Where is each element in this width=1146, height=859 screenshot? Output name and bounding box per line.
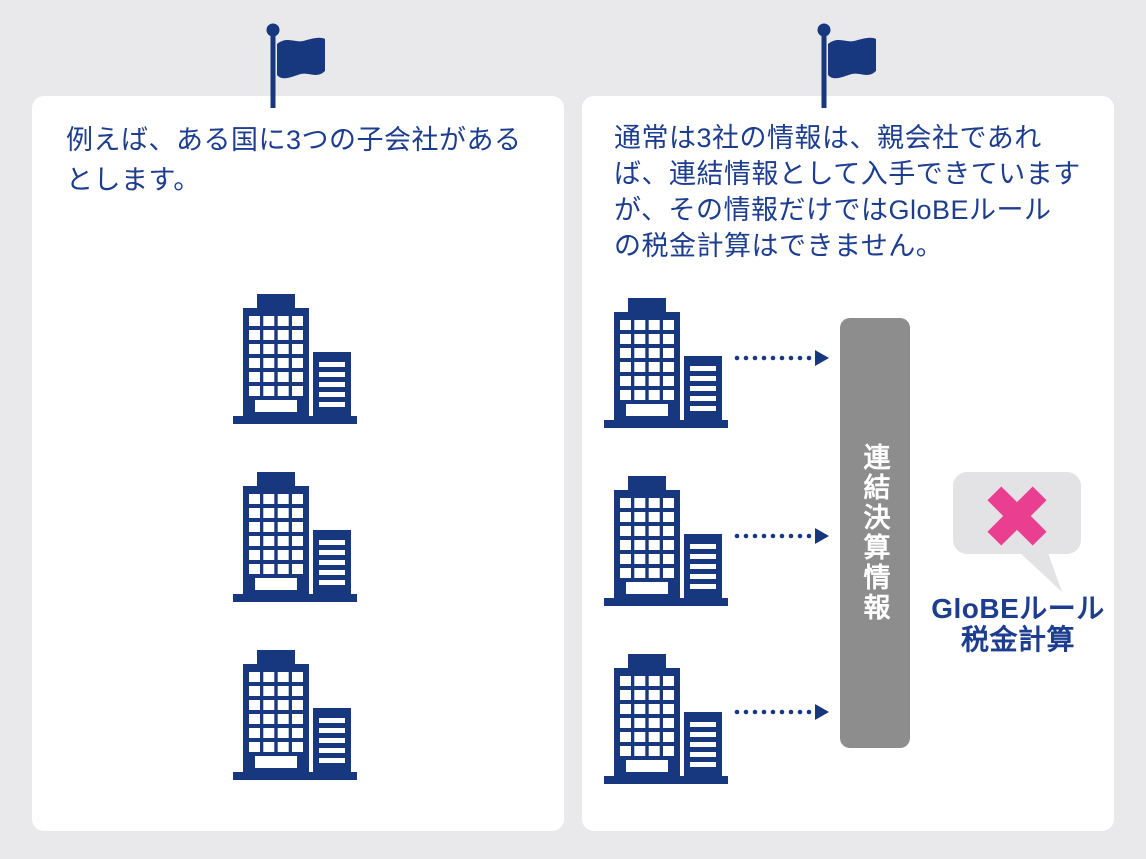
dotted-arrow-icon (733, 527, 829, 545)
office-building-icon (604, 292, 728, 428)
cross-icon (985, 484, 1049, 548)
right-panel-text: 通常は3社の情報は、親会社であれ ば、連結情報として入手できています が、その情… (614, 123, 1081, 261)
dotted-arrow-icon (733, 703, 829, 721)
office-building-icon (233, 288, 357, 424)
office-building-icon (604, 470, 728, 606)
flag-icon (816, 22, 878, 110)
office-building-icon (233, 466, 357, 602)
speech-bubble-tail (1017, 550, 1062, 592)
left-panel-text: 例えば、ある国に3つの子会社がある とします。 (66, 125, 522, 195)
left-panel-card: 例えば、ある国に3つの子会社がある とします。 (32, 96, 564, 831)
flag-icon (265, 22, 327, 110)
globe-rule-label: GloBEルール 税金計算 (931, 593, 1105, 655)
right-panel-card: 通常は3社の情報は、親会社であれ ば、連結情報として入手できています が、その情… (582, 96, 1114, 831)
speech-bubble (953, 472, 1081, 554)
consolidated-data-bar: 連結決算情報 (840, 318, 910, 748)
office-building-icon (233, 644, 357, 780)
consolidated-data-bar-label: 連結決算情報 (859, 443, 890, 623)
dotted-arrow-icon (733, 349, 829, 367)
office-building-icon (604, 648, 728, 784)
